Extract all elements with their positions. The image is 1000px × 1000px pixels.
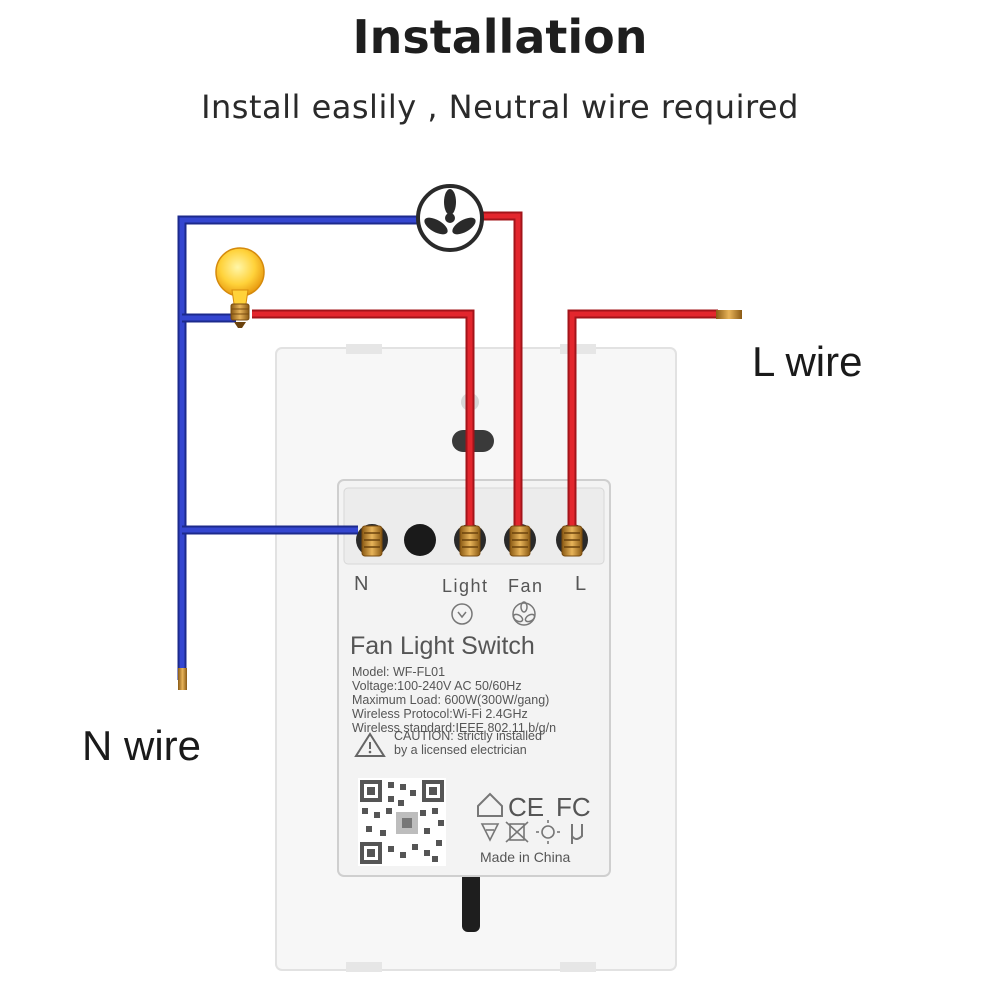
made-in: Made in China <box>480 849 570 865</box>
cert-ce: CE <box>508 792 544 822</box>
home-icon <box>477 792 503 817</box>
terminal-label-n: N <box>354 573 368 595</box>
light-symbol-icon <box>451 603 473 625</box>
terminal-label-light: Light <box>442 576 489 596</box>
rcm-icon <box>480 823 500 842</box>
sun-icon <box>536 820 560 844</box>
spec-load: Maximum Load: 600W(300W/gang) <box>352 693 549 707</box>
plate-tab-left <box>346 344 382 354</box>
plate-slot-bottom <box>462 872 480 932</box>
caution-line2: by a licensed electrician <box>394 743 527 757</box>
spec-voltage: Voltage:100-240V AC 50/60Hz <box>352 679 522 693</box>
fan-symbol-icon <box>512 601 536 626</box>
warning-icon <box>354 732 386 757</box>
terminal-screws <box>361 525 583 557</box>
spec-standard: Wireless standard:IEEE 802.11 b/g/n <box>352 721 556 735</box>
terminal-label-fan: Fan <box>508 576 544 596</box>
terminal-hole-blank <box>404 524 436 556</box>
micro-icon <box>571 824 583 844</box>
n-wire-tip <box>178 668 187 690</box>
weee-bin-icon <box>505 821 529 843</box>
plate-tab-right <box>560 344 596 354</box>
live-wires <box>252 211 718 528</box>
cert-fc: FC <box>556 792 591 822</box>
l-wire-label: L wire <box>752 338 863 385</box>
terminal-label-l: L <box>575 573 586 595</box>
neutral-wires <box>177 215 418 680</box>
l-wire-tip <box>716 310 742 319</box>
light-bulb-icon <box>215 247 265 328</box>
caution-line1: CAUTION: strictly installed <box>394 729 542 743</box>
spec-model: Model: WF-FL01 <box>352 665 445 679</box>
page-subtitle: Install easlily , Neutral wire required <box>201 88 799 126</box>
page-title: Installation <box>352 10 648 64</box>
plate-tab-bottom-right <box>560 962 596 972</box>
fan-icon <box>416 184 484 252</box>
n-wire-label: N wire <box>82 722 202 769</box>
spec-protocol: Wireless Protocol:Wi-Fi 2.4GHz <box>352 707 528 721</box>
qr-code <box>358 778 446 866</box>
product-name: Fan Light Switch <box>350 632 535 660</box>
plate-tab-bottom-left <box>346 962 382 972</box>
